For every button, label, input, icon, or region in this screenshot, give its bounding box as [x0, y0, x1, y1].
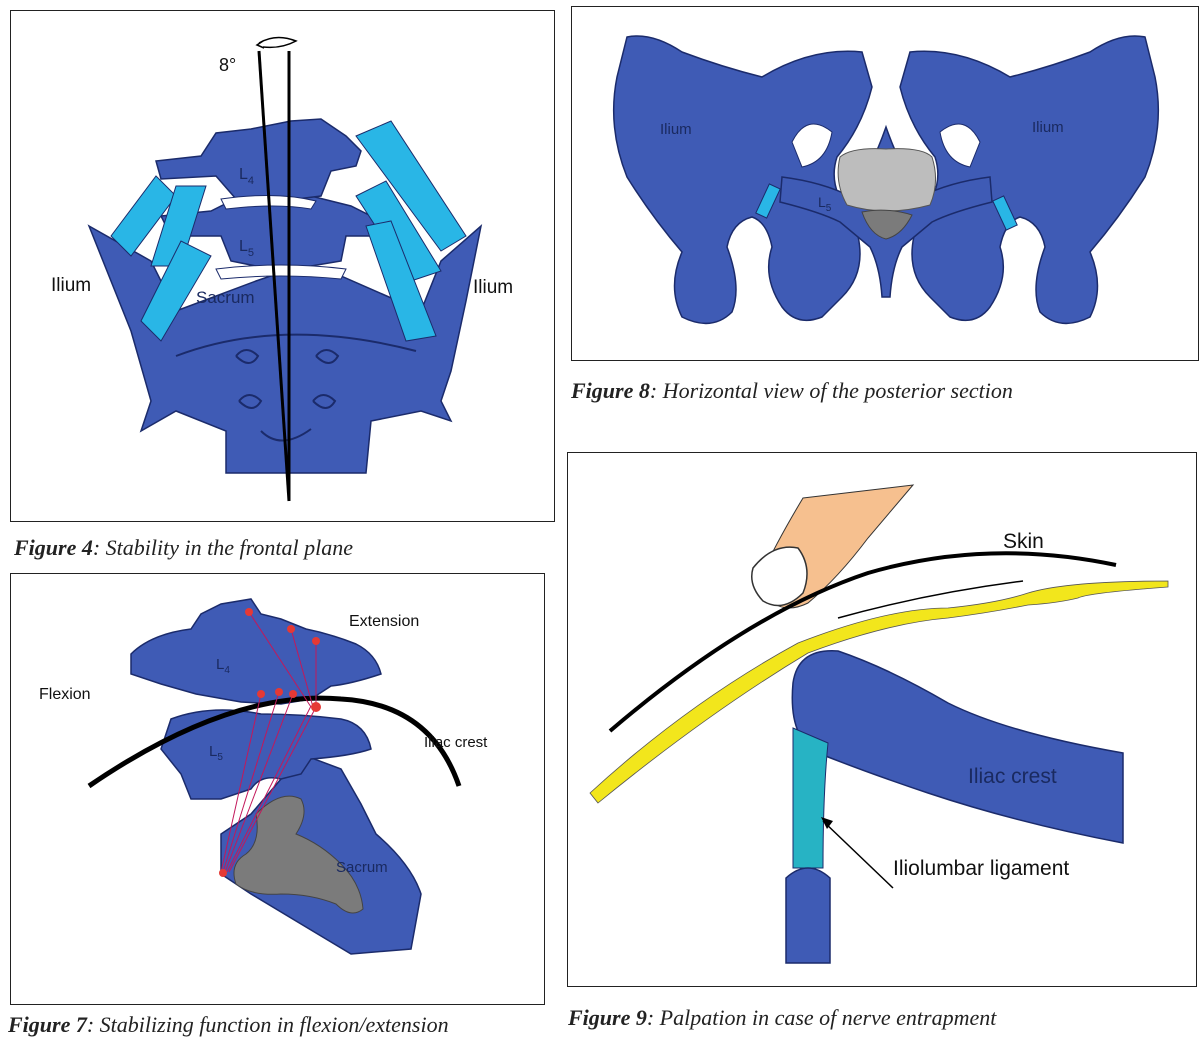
- fig8-nucleus: [861, 209, 913, 240]
- figure-4-caption: Figure 4: Stability in the frontal plane: [14, 535, 353, 561]
- fig7-l5-label: L5: [209, 743, 223, 763]
- fig7-vertebra-l4: [130, 598, 382, 705]
- fig9-iliac-crest: [791, 650, 1124, 844]
- fig9-skin-line: [608, 551, 1117, 733]
- fig8-ilium-left: [612, 35, 873, 325]
- fig7-flexion-label: Flexion: [39, 686, 91, 703]
- fig4-axis-tilted: [257, 50, 291, 502]
- fig8-ilium-right-label: Ilium: [1032, 119, 1064, 136]
- rotation-arrow-icon: [258, 36, 298, 49]
- fig7-sacrum-grey: [233, 795, 364, 914]
- fig4-l5-label: L5: [239, 238, 254, 259]
- figure-4-diagram: 8° L4 L5 Sacrum Ilium Ilium: [51, 36, 513, 502]
- fig9-vertebra: [785, 867, 831, 964]
- fig8-ilium-right: [899, 35, 1160, 325]
- figure-9-caption-label: Figure 9: [568, 1005, 647, 1030]
- figure-7-caption-label: Figure 7: [8, 1012, 87, 1037]
- fig4-ilium-left-label: Ilium: [51, 275, 91, 296]
- fig4-ligaments-left: [110, 175, 212, 342]
- fig7-iliac-crest-label: Iliac crest: [424, 734, 488, 751]
- fig4-angle-label: 8°: [219, 55, 236, 75]
- fig7-attachment-points: [219, 608, 321, 877]
- fig4-ligaments-right: [355, 120, 467, 342]
- fig4-sacrum-label: Sacrum: [196, 288, 255, 307]
- arrow-head-icon: [821, 817, 833, 829]
- fig7-extension-label: Extension: [349, 613, 419, 630]
- fig9-skin-label: Skin: [1003, 530, 1044, 553]
- fig4-l4-label: L4: [239, 166, 254, 187]
- fig8-ligament-left: [755, 183, 781, 219]
- figure-8-diagram: Ilium Ilium L5: [612, 35, 1160, 325]
- figure-9-panel: Skin Iliac crest Iliolumbar ligament: [567, 452, 1197, 987]
- figure-7-caption-text: : Stabilizing function in flexion/extens…: [86, 1012, 449, 1037]
- fig9-iliolumbar-ligament: [792, 727, 829, 869]
- fig7-sacrum-label: Sacrum: [336, 859, 388, 876]
- figure-8-caption-label: Figure 8: [571, 378, 650, 403]
- fig7-iliac-crest-line: [87, 695, 462, 789]
- figure-9-caption-text: : Palpation in case of nerve entrapment: [646, 1005, 997, 1030]
- fig8-ligament-right: [992, 195, 1018, 231]
- fig7-ligament-fibers: [220, 611, 317, 873]
- fig4-vertebra-l4: [155, 118, 362, 202]
- fig9-nerve: [589, 580, 1169, 804]
- figure-8-caption: Figure 8: Horizontal view of the posteri…: [571, 378, 1013, 404]
- fig8-disc: [837, 148, 936, 212]
- figure-9-caption: Figure 9: Palpation in case of nerve ent…: [568, 1005, 996, 1031]
- figure-4-caption-label: Figure 4: [14, 535, 93, 560]
- figure-4-panel: 8° L4 L5 Sacrum Ilium Ilium: [10, 10, 555, 522]
- figure-7-caption: Figure 7: Stabilizing function in flexio…: [8, 1012, 449, 1038]
- figure-9-diagram: Skin Iliac crest Iliolumbar ligament: [589, 484, 1169, 964]
- fig8-l5-label: L5: [818, 194, 832, 214]
- fig9-iliac-crest-label: Iliac crest: [968, 765, 1057, 788]
- fig9-arrow-line: [822, 820, 894, 889]
- figure-8-panel: Ilium Ilium L5: [571, 6, 1199, 361]
- fig9-ligament-label: Iliolumbar ligament: [893, 857, 1069, 880]
- figure-7-diagram: Extension Flexion L4 L5 Iliac crest Sacr…: [39, 598, 488, 955]
- figure-4-caption-text: : Stability in the frontal plane: [92, 535, 353, 560]
- figure-7-panel: Extension Flexion L4 L5 Iliac crest Sacr…: [10, 573, 545, 1005]
- fig4-ilium-right-label: Ilium: [473, 277, 513, 298]
- fig7-vertebra-l5: [160, 709, 372, 800]
- fig7-l4-label: L4: [216, 656, 230, 676]
- fig9-fingernail: [751, 546, 808, 607]
- figure-8-caption-text: : Horizontal view of the posterior secti…: [649, 378, 1013, 403]
- fig8-ilium-left-label: Ilium: [660, 121, 692, 138]
